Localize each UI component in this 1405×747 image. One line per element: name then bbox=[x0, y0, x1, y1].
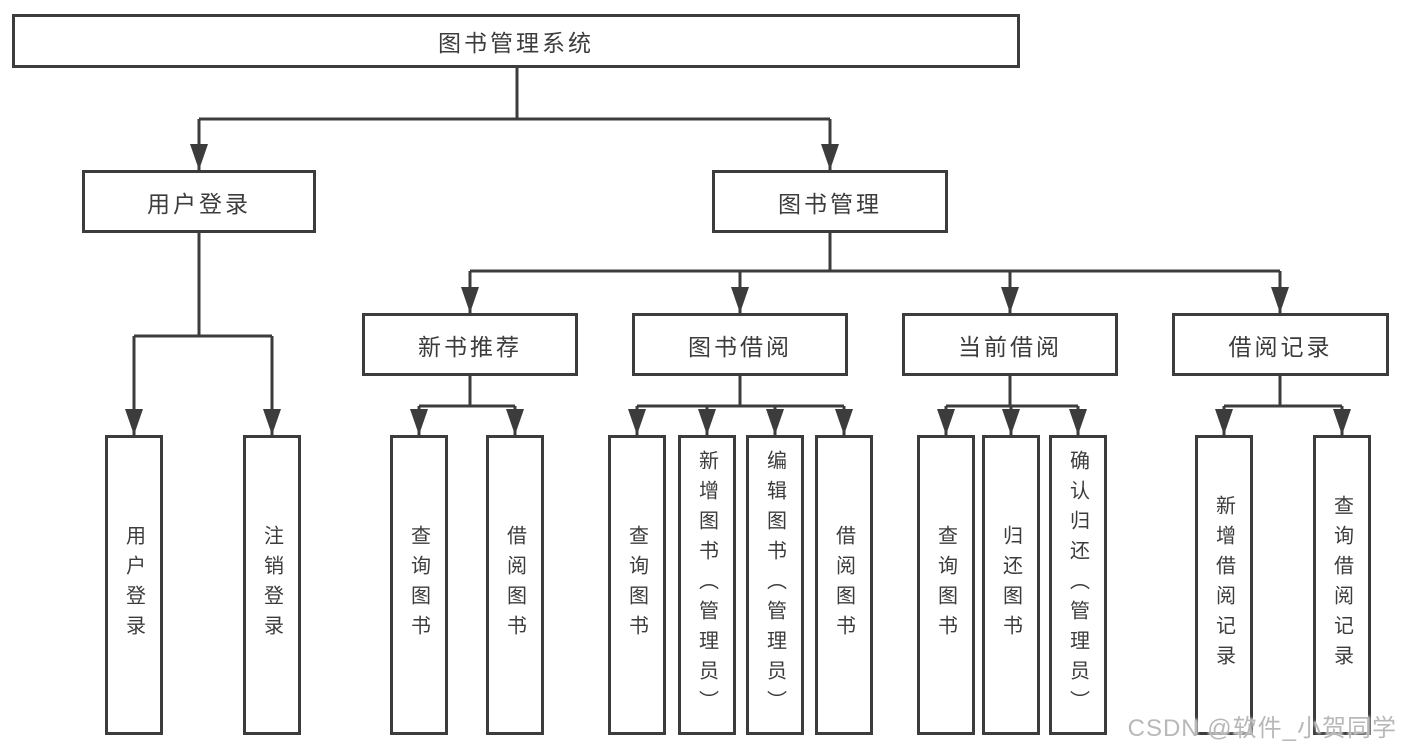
node-borrowing-records: 借阅记录 bbox=[1172, 313, 1389, 376]
leaf-query-books-3: 查询图书 bbox=[917, 435, 975, 735]
leaf-user-login: 用户登录 bbox=[105, 435, 163, 735]
node-root-system: 图书管理系统 bbox=[12, 14, 1020, 68]
leaf-add-borrow-record: 新增借阅记录 bbox=[1195, 435, 1253, 735]
leaf-edit-book-admin: 编辑图书（管理员） bbox=[746, 435, 804, 735]
node-book-borrowing: 图书借阅 bbox=[632, 313, 848, 376]
connector-rails bbox=[134, 68, 1342, 408]
node-new-book-recommendation: 新书推荐 bbox=[362, 313, 578, 376]
leaf-query-books-1: 查询图书 bbox=[390, 435, 448, 735]
leaf-return-book: 归还图书 bbox=[982, 435, 1040, 735]
leaf-query-books-2: 查询图书 bbox=[608, 435, 666, 735]
leaf-confirm-return-admin: 确认归还（管理员） bbox=[1049, 435, 1107, 735]
node-user-login: 用户登录 bbox=[82, 170, 316, 233]
leaf-logout: 注销登录 bbox=[243, 435, 301, 735]
leaf-query-borrow-record: 查询借阅记录 bbox=[1313, 435, 1371, 735]
leaf-add-book-admin: 新增图书（管理员） bbox=[678, 435, 736, 735]
leaf-borrow-books-1: 借阅图书 bbox=[486, 435, 544, 735]
node-current-borrowing: 当前借阅 bbox=[902, 313, 1118, 376]
watermark: CSDN @软件_小贺同学 bbox=[1127, 715, 1397, 742]
node-book-management: 图书管理 bbox=[712, 170, 948, 233]
leaf-borrow-books-2: 借阅图书 bbox=[815, 435, 873, 735]
